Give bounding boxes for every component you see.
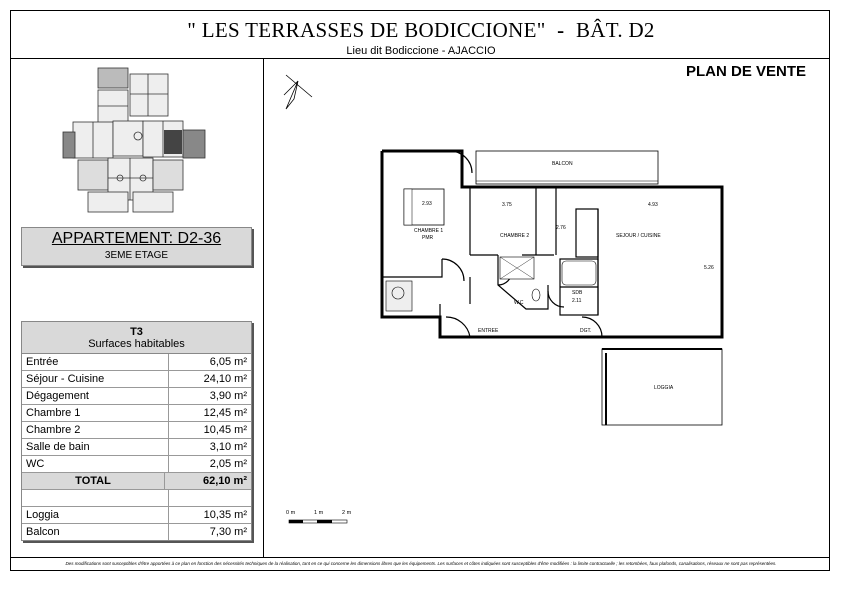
surfaces-table: T3 Surfaces habitables Entrée 6,05 m² Sé… bbox=[21, 321, 252, 541]
project-title: " LES TERRASSES DE BODICCIONE" - BÂT. D2 bbox=[0, 18, 842, 43]
building-key-plan bbox=[62, 67, 206, 213]
row-value: 3,90 m² bbox=[209, 390, 247, 402]
table-row: Loggia 10,35 m² bbox=[22, 507, 251, 524]
total-row: TOTAL 62,10 m² bbox=[22, 473, 251, 490]
row-label: Salle de bain bbox=[22, 439, 169, 455]
room-label-sdb: SDB bbox=[572, 290, 583, 296]
room-label-entree: ENTREE bbox=[478, 328, 499, 334]
apartment-type: T3 bbox=[130, 326, 143, 338]
row-label: Balcon bbox=[22, 524, 169, 540]
apartment-header: APPARTEMENT: D2-36 3EME ETAGE bbox=[21, 227, 252, 266]
dimension-label: 4.93 bbox=[648, 202, 658, 208]
balcony-area bbox=[475, 150, 659, 185]
row-value: 6,05 m² bbox=[209, 356, 247, 368]
scale-bar: 0 m 1 m 2 m bbox=[286, 510, 352, 524]
row-label: Séjour - Cuisine bbox=[22, 371, 169, 387]
room-label-wc: W.C bbox=[514, 300, 524, 306]
floor-plan: BALCON CHAMBRE 1 PMR CHAMBRE 2 SEJOUR / … bbox=[283, 74, 724, 426]
apartment-floor: 3EME ETAGE bbox=[104, 250, 169, 261]
row-value: 24,10 m² bbox=[203, 373, 247, 385]
total-value: 62,10 m² bbox=[202, 475, 247, 487]
spacer-row bbox=[22, 490, 251, 507]
total-label: TOTAL bbox=[22, 473, 165, 489]
room-label-loggia: LOGGIA bbox=[654, 385, 674, 391]
table-row: Chambre 2 10,45 m² bbox=[22, 422, 251, 439]
scale-label-1: 1 m bbox=[314, 510, 324, 516]
table-row: Entrée 6,05 m² bbox=[22, 354, 251, 371]
table-row: Dégagement 3,90 m² bbox=[22, 388, 251, 405]
project-location: Lieu dit Bodiccione - AJACCIO bbox=[346, 45, 496, 57]
room-label-chambre1-sub: PMR bbox=[422, 235, 434, 241]
surfaces-table-header: T3 Surfaces habitables bbox=[22, 322, 251, 354]
row-label: WC bbox=[22, 456, 169, 472]
room-label-balcon: BALCON bbox=[552, 161, 573, 167]
room-label-dgt: DGT. bbox=[580, 328, 591, 334]
table-row: Balcon 7,30 m² bbox=[22, 524, 251, 540]
row-value: 10,45 m² bbox=[203, 424, 247, 436]
footer-divider bbox=[10, 557, 830, 558]
bathtub-icon bbox=[561, 260, 597, 286]
spacer-cell bbox=[22, 490, 169, 506]
apartment-name: APPARTEMENT: D2-36 bbox=[51, 230, 222, 247]
row-label: Entrée bbox=[22, 354, 169, 370]
row-value: 3,10 m² bbox=[209, 441, 247, 453]
building-name: BÂT. D2 bbox=[576, 18, 655, 42]
page-frame bbox=[10, 10, 830, 571]
north-arrow-icon bbox=[283, 74, 313, 110]
table-row: Salle de bain 3,10 m² bbox=[22, 439, 251, 456]
scale-label-0: 0 m bbox=[286, 510, 296, 516]
room-label-chambre1: CHAMBRE 1 bbox=[414, 228, 443, 234]
header-divider bbox=[10, 58, 830, 59]
row-label: Chambre 1 bbox=[22, 405, 169, 421]
column-divider bbox=[263, 58, 264, 558]
spacer-cell bbox=[169, 490, 251, 506]
table-row: Séjour - Cuisine 24,10 m² bbox=[22, 371, 251, 388]
loggia-area bbox=[601, 348, 723, 426]
row-value: 12,45 m² bbox=[203, 407, 247, 419]
title-separator: - bbox=[557, 18, 565, 42]
dimension-label: 2.11 bbox=[572, 298, 582, 304]
dimension-label: 3.75 bbox=[502, 202, 512, 208]
project-name: " LES TERRASSES DE BODICCIONE" bbox=[187, 18, 546, 42]
row-value: 7,30 m² bbox=[209, 526, 247, 538]
room-label-sejour: SEJOUR / CUISINE bbox=[616, 233, 661, 239]
row-value: 2,05 m² bbox=[209, 458, 247, 470]
row-value: 10,35 m² bbox=[203, 509, 247, 521]
surfaces-heading: Surfaces habitables bbox=[88, 338, 185, 350]
dimension-label: 5.26 bbox=[704, 265, 714, 271]
toilet-icon bbox=[531, 288, 541, 302]
dimension-label: 2.93 bbox=[422, 201, 432, 207]
legal-disclaimer: Des modifications sont susceptibles d'êt… bbox=[65, 561, 777, 566]
table-row: WC 2,05 m² bbox=[22, 456, 251, 473]
table-row: Chambre 1 12,45 m² bbox=[22, 405, 251, 422]
plan-de-vente-badge: PLAN DE VENTE bbox=[686, 63, 807, 80]
scale-label-2: 2 m bbox=[342, 510, 352, 516]
dimension-label: 2.76 bbox=[556, 225, 566, 231]
row-label: Dégagement bbox=[22, 388, 169, 404]
room-label-chambre2: CHAMBRE 2 bbox=[500, 233, 529, 239]
row-label: Loggia bbox=[22, 507, 169, 523]
row-label: Chambre 2 bbox=[22, 422, 169, 438]
